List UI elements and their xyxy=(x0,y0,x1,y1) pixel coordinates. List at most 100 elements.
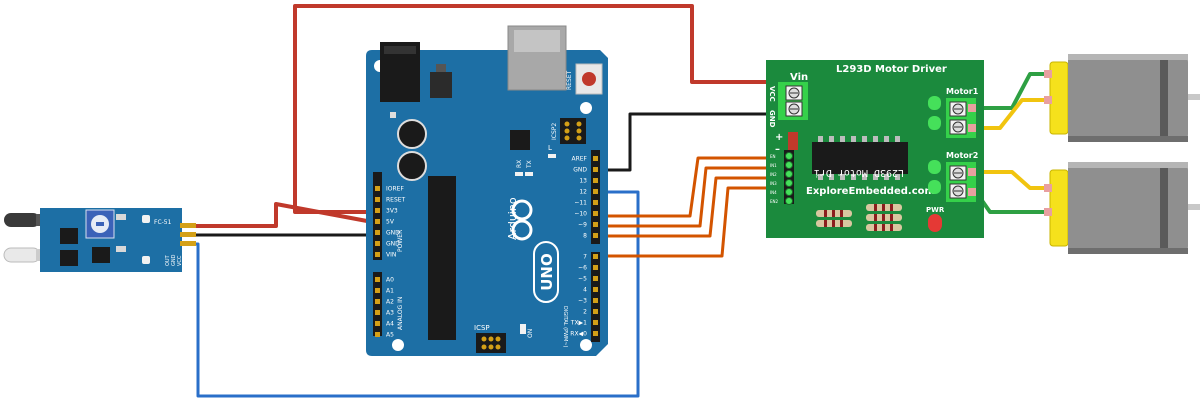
digital-pin-7[interactable] xyxy=(593,254,598,259)
ir-pin-label-vcc: VCC xyxy=(177,255,183,266)
analog-pin-label: A3 xyxy=(386,310,394,317)
vin-label: Vin xyxy=(790,72,808,83)
dc-motor-1 xyxy=(1044,54,1200,142)
digital-pin-rx0[interactable] xyxy=(593,331,598,336)
digital-pin-tx1[interactable] xyxy=(593,320,598,325)
digital-pin-label: ~5 xyxy=(578,276,587,283)
analog-pin-label: A2 xyxy=(386,299,394,306)
digital-header-bottom xyxy=(591,252,600,342)
driver-input-pin-in2[interactable] xyxy=(785,170,793,178)
driver-input-pin-in4[interactable] xyxy=(785,188,793,196)
pwr-label: PWR xyxy=(926,206,945,214)
driver-input-pin-label: IN1 xyxy=(770,163,777,168)
analog-pin-a4[interactable] xyxy=(375,321,380,326)
digital-pin-3[interactable] xyxy=(593,298,598,303)
analog-pin-label: A0 xyxy=(386,277,394,284)
motor1-led-b xyxy=(928,116,941,130)
power-pin-gnd[interactable] xyxy=(375,230,380,235)
digital-pin-11[interactable] xyxy=(593,200,598,205)
ir-pin-label-gnd: GND xyxy=(171,254,177,266)
digital-pin-aref[interactable] xyxy=(593,156,598,161)
ir-emitter-led xyxy=(4,213,40,227)
l293d-chip: L293D Motor Dri xyxy=(812,136,908,180)
digital-pin-label: 2 xyxy=(583,309,587,316)
power-pin-gnd[interactable] xyxy=(375,241,380,246)
digital-pin-13[interactable] xyxy=(593,178,598,183)
motor2-label: Motor2 xyxy=(946,151,978,160)
driver-input-pin-label: EN xyxy=(770,154,776,159)
motor1-led-a xyxy=(928,96,941,110)
icsp2-header xyxy=(560,118,586,144)
vin-terminal[interactable] xyxy=(778,82,808,120)
minus-label: – xyxy=(775,144,780,155)
ir-pin-out[interactable] xyxy=(180,241,196,246)
analog-pin-a0[interactable] xyxy=(375,277,380,282)
power-pin-5v[interactable] xyxy=(375,219,380,224)
digital-pin-10[interactable] xyxy=(593,211,598,216)
ir-receiver-led xyxy=(3,247,41,263)
driver-input-pin-label: IN3 xyxy=(770,181,777,186)
motor2-led-b xyxy=(928,180,941,194)
l293d-motor-driver: L293D Motor Driver Vin VCC GND + – ENIN1… xyxy=(766,60,984,238)
power-pin-label: 5V xyxy=(386,219,395,226)
analog-pin-a5[interactable] xyxy=(375,332,380,337)
uno-label: UNO xyxy=(538,253,556,291)
power-pin-vin[interactable] xyxy=(375,252,380,257)
wires xyxy=(193,4,1052,398)
power-pin-label: VIN xyxy=(386,252,396,259)
digital-pin-label: GND xyxy=(573,167,587,174)
driver-input-pin-in1[interactable] xyxy=(785,161,793,169)
digital-pin-label: TX▶1 xyxy=(570,320,587,327)
digital-pin-6[interactable] xyxy=(593,265,598,270)
digital-pin-5[interactable] xyxy=(593,276,598,281)
digital-pin-12[interactable] xyxy=(593,189,598,194)
analog-pin-a3[interactable] xyxy=(375,310,380,315)
digital-pin-gnd[interactable] xyxy=(593,167,598,172)
power-pin-ioref[interactable] xyxy=(375,186,380,191)
analog-pin-a2[interactable] xyxy=(375,299,380,304)
wire-pin10-to-driver xyxy=(596,166,790,228)
motor1-terminal[interactable] xyxy=(946,98,976,138)
power-pin-reset[interactable] xyxy=(375,197,380,202)
wire-pin7-to-driver xyxy=(596,186,790,258)
digital-pin-label: 8 xyxy=(583,233,587,240)
digital-pin-4[interactable] xyxy=(593,287,598,292)
analog-pin-a1[interactable] xyxy=(375,288,380,293)
digital-pin-label: ~9 xyxy=(578,222,587,229)
driver-input-pin-en[interactable] xyxy=(785,152,793,160)
power-header xyxy=(373,172,382,260)
icsp-header xyxy=(476,333,506,353)
vcc-label: VCC xyxy=(768,86,776,102)
motor1-label: Motor1 xyxy=(946,87,979,96)
digital-pin-label: ~3 xyxy=(578,298,587,305)
ir-pin-vcc[interactable] xyxy=(180,223,196,228)
pwr-led xyxy=(928,214,942,232)
digital-pin-2[interactable] xyxy=(593,309,598,314)
driver-input-pin-label: IN2 xyxy=(770,172,777,177)
wire-motor1-yellow xyxy=(974,98,1052,130)
driver-input-pin-en2[interactable] xyxy=(785,197,793,205)
driver-input-pin-label: EN2 xyxy=(770,199,779,204)
analog-header-label: ANALOG IN xyxy=(397,297,404,330)
wire-pin11-to-driver xyxy=(596,156,790,218)
digital-pin-label: ~10 xyxy=(574,211,587,218)
power-pin-3v3[interactable] xyxy=(375,208,380,213)
power-header-label: POWER xyxy=(397,230,404,252)
digital-header-top xyxy=(591,150,600,244)
driver-input-pin-in3[interactable] xyxy=(785,179,793,187)
digital-pin-label: 4 xyxy=(583,287,587,294)
digital-pin-label: RX◀0 xyxy=(570,331,587,338)
motor2-terminal[interactable] xyxy=(946,162,976,202)
digital-pin-9[interactable] xyxy=(593,222,598,227)
capacitor-2 xyxy=(397,151,427,181)
analog-pin-label: A1 xyxy=(386,288,394,295)
digital-pin-8[interactable] xyxy=(593,233,598,238)
ir-pin-gnd[interactable] xyxy=(180,232,196,237)
wire-motor1-green xyxy=(974,72,1052,110)
capacitor-1 xyxy=(397,119,427,149)
